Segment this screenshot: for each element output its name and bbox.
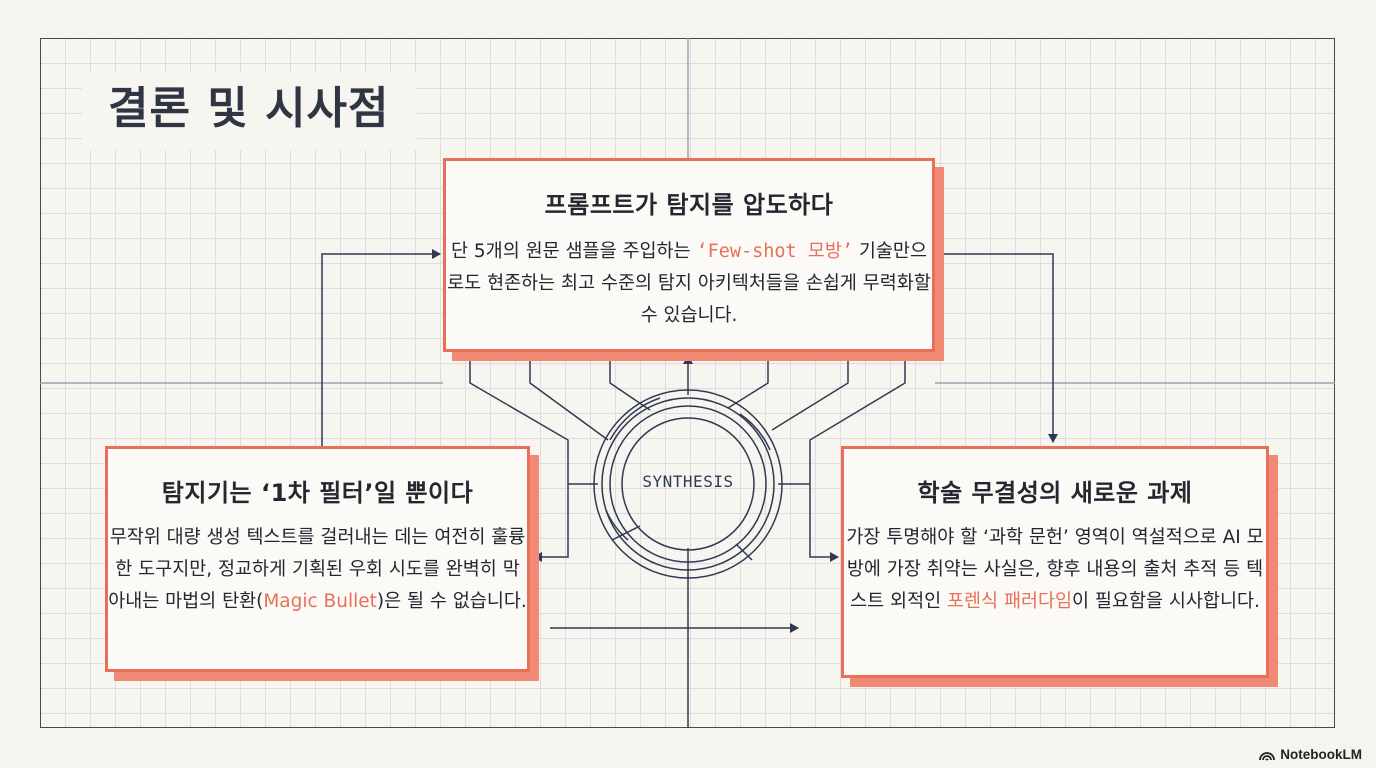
card-right-text-1: 가장 투명해야 할 ‘과학 문헌’ 영역이 역설적으로 AI 모방에 가장 취약… (846, 527, 1264, 612)
notebooklm-branding: NotebookLM (1259, 747, 1362, 762)
card-right-title: 학술 무결성의 새로운 과제 (917, 479, 1193, 507)
card-prompt-overpowers-detection: 프롬프트가 탐지를 압도하다 단 5개의 원문 샘플을 주입하는 ‘Few-sh… (443, 158, 935, 352)
card-right-body: 가장 투명해야 할 ‘과학 문헌’ 영역이 역설적으로 AI 모방에 가장 취약… (844, 522, 1266, 618)
card-top-highlight: ‘Few-shot 모방’ (696, 241, 853, 262)
card-academic-integrity: 학술 무결성의 새로운 과제 가장 투명해야 할 ‘과학 문헌’ 영역이 역설적… (841, 446, 1269, 678)
card-right-highlight: 포렌식 패러다임 (947, 591, 1073, 612)
card-right-text-2: 이 필요함을 시사합니다. (1072, 591, 1260, 612)
card-top-body: 단 5개의 원문 샘플을 주입하는 ‘Few-shot 모방’ 기술만으로도 현… (446, 236, 932, 332)
notebooklm-logo-icon (1259, 749, 1276, 761)
card-top-text-1: 단 5개의 원문 샘플을 주입하는 (451, 241, 697, 262)
card-left-title: 탐지기는 ‘1차 필터’일 뿐이다 (161, 479, 474, 507)
card-top-title: 프롬프트가 탐지를 압도하다 (544, 191, 834, 219)
card-top-text-2: 기술만으로도 현존하는 최고 수준의 탐지 아키텍처들을 손쉽게 무력화할 수 … (447, 241, 931, 326)
card-left-text-1: 무작위 대량 생성 텍스트를 걸러내는 데는 여전히 훌륭한 도구지만, 정교하… (108, 527, 526, 612)
title-backdrop (82, 72, 417, 150)
card-left-highlight: Magic Bullet (263, 591, 377, 612)
card-left-body: 무작위 대량 생성 텍스트를 걸러내는 데는 여전히 훌륭한 도구지만, 정교하… (108, 522, 527, 618)
branding-label: NotebookLM (1280, 747, 1362, 762)
synthesis-hub-label: SYNTHESIS (642, 472, 734, 491)
card-detector-first-filter: 탐지기는 ‘1차 필터’일 뿐이다 무작위 대량 생성 텍스트를 걸러내는 데는… (105, 446, 530, 672)
page-title: 결론 및 시사점 (108, 83, 390, 134)
card-left-text-2: )은 될 수 없습니다. (376, 591, 527, 612)
